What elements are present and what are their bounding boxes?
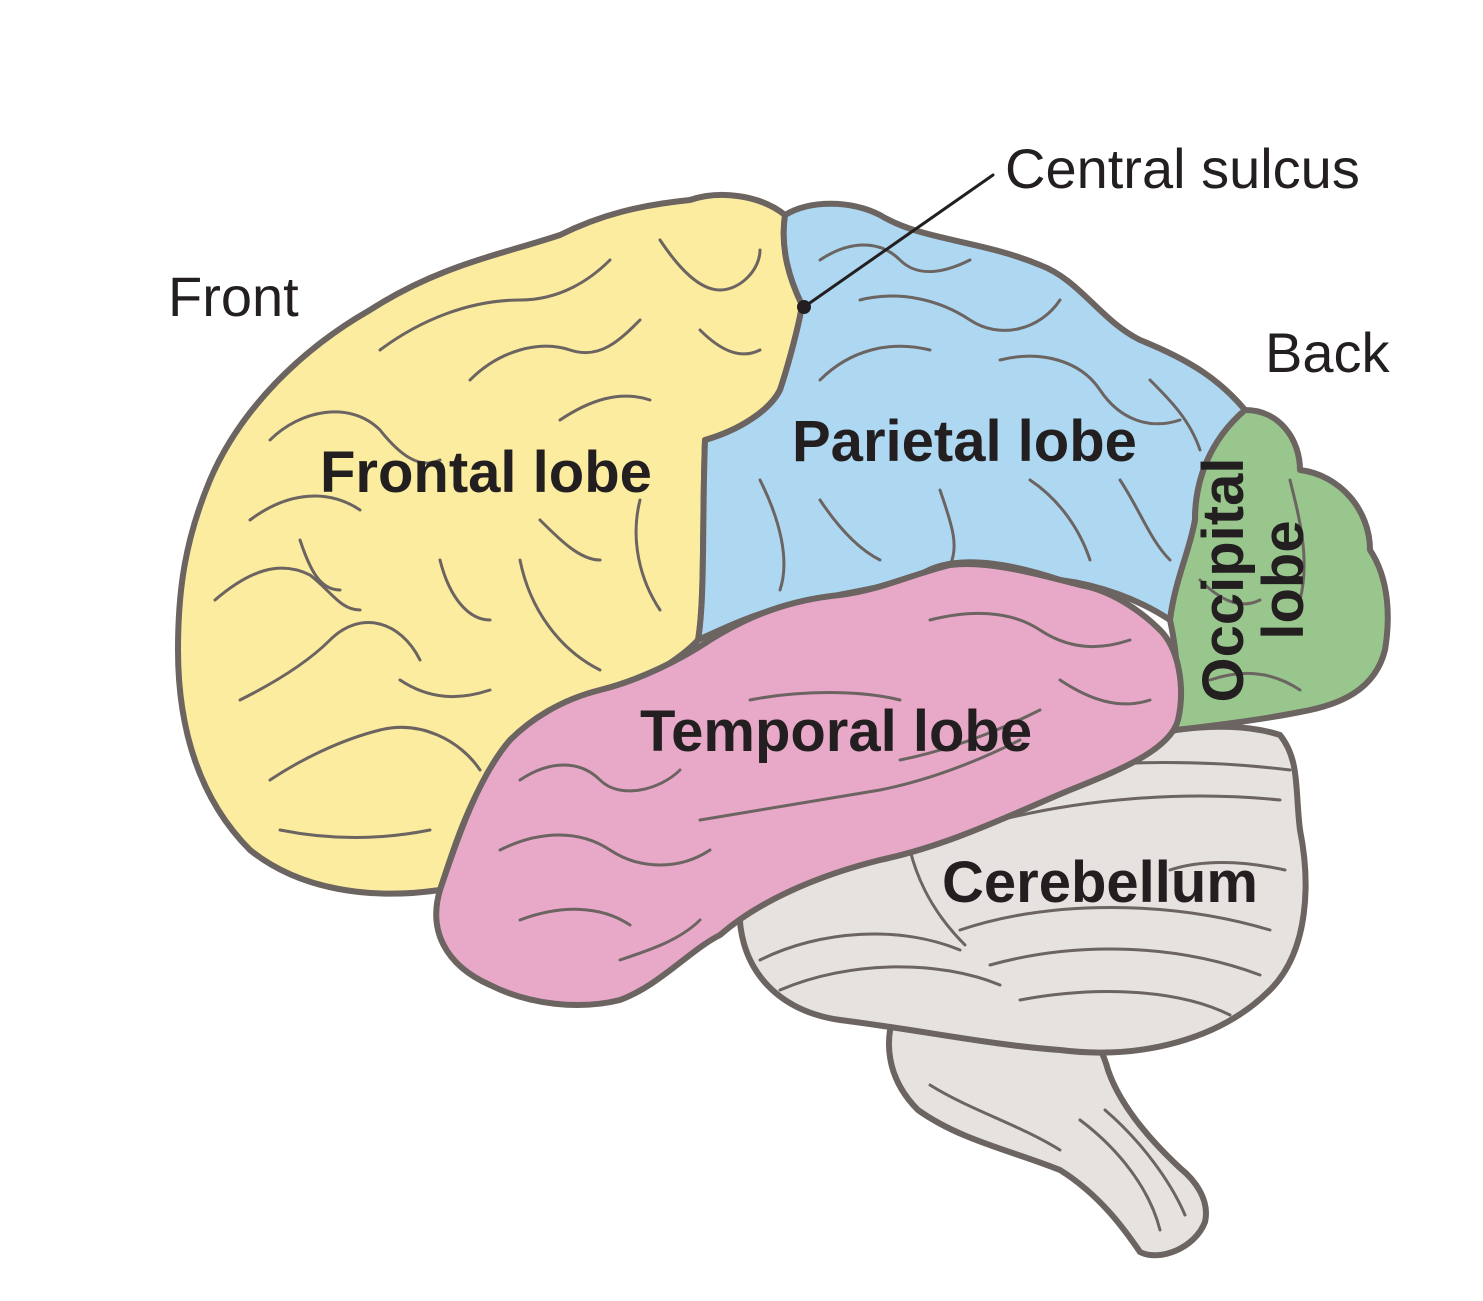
cerebellum-fold — [1168, 861, 1287, 872]
frontal-fold — [378, 258, 612, 352]
temporal-fold — [618, 918, 702, 962]
parietal-fold — [938, 488, 956, 567]
parietal-fold — [758, 478, 786, 592]
temporal-fold — [698, 738, 1022, 822]
frontal-fold — [468, 318, 642, 382]
parietal-fold — [818, 498, 882, 562]
label-cerebellum: Cerebellum — [942, 850, 1258, 915]
temporal-fold — [748, 691, 902, 702]
label-temporal-lobe: Temporal lobe — [640, 699, 1032, 764]
occipital-lobe-region — [1167, 407, 1391, 733]
cerebellum-fold — [998, 794, 1282, 822]
label-occipital-lobe: Occipital lobe — [1191, 458, 1316, 703]
frontal-fold — [238, 621, 422, 702]
temporal-fold — [518, 907, 632, 927]
parietal-fold — [1118, 478, 1172, 562]
frontal-fold — [278, 828, 432, 839]
frontal-fold — [698, 328, 762, 356]
brainstem-fold — [1078, 1118, 1162, 1232]
frontal-fold — [268, 410, 442, 465]
brainstem-fold — [1103, 1108, 1187, 1217]
brainstem-fold — [928, 1083, 1062, 1152]
parietal-fold — [818, 243, 972, 274]
cerebellum-fold — [1018, 990, 1232, 1017]
label-back: Back — [1265, 321, 1390, 384]
occipital-fold — [1208, 671, 1302, 692]
temporal-fold — [1058, 678, 1152, 706]
label-front: Front — [168, 265, 299, 328]
frontal-fold — [268, 725, 482, 782]
frontal-fold — [438, 558, 492, 622]
cerebellum-fold — [958, 906, 1272, 932]
frontal-fold — [213, 566, 362, 612]
temporal-fold — [518, 763, 682, 793]
temporal-lobe-region — [433, 561, 1184, 1008]
parietal-fold — [818, 344, 932, 382]
occipital-fold — [1288, 478, 1306, 602]
label-frontal-lobe: Frontal lobe — [320, 440, 652, 505]
frontal-fold — [558, 394, 652, 422]
temporal-fold — [898, 708, 1042, 762]
parietal-fold — [1148, 378, 1202, 452]
frontal-fold — [518, 558, 602, 672]
label-occipital-line2: lobe — [1251, 520, 1316, 639]
cerebellum-fold — [758, 932, 962, 962]
parietal-fold — [1028, 478, 1092, 562]
central-sulcus-pointer-line — [802, 173, 995, 309]
frontal-fold — [248, 494, 362, 522]
frontal-fold — [658, 238, 762, 292]
cerebellum-fold — [988, 947, 1262, 977]
cerebellum-fold — [908, 848, 967, 947]
temporal-fold — [498, 833, 712, 867]
cerebellum-fold — [778, 965, 1002, 992]
frontal-fold — [538, 518, 602, 562]
occipital-fold — [1198, 578, 1262, 606]
central-sulcus-pointer-dot — [797, 300, 811, 314]
brainstem — [886, 997, 1209, 1259]
frontal-fold — [634, 498, 662, 612]
parietal-fold — [858, 294, 1062, 332]
parietal-fold — [998, 354, 1182, 426]
frontal-fold — [298, 538, 342, 592]
label-parietal-lobe: Parietal lobe — [792, 409, 1137, 474]
frontal-fold — [398, 678, 492, 699]
temporal-fold — [928, 612, 1132, 649]
label-central-sulcus: Central sulcus — [1005, 137, 1360, 200]
label-occipital-line1: Occipital — [1191, 458, 1256, 703]
